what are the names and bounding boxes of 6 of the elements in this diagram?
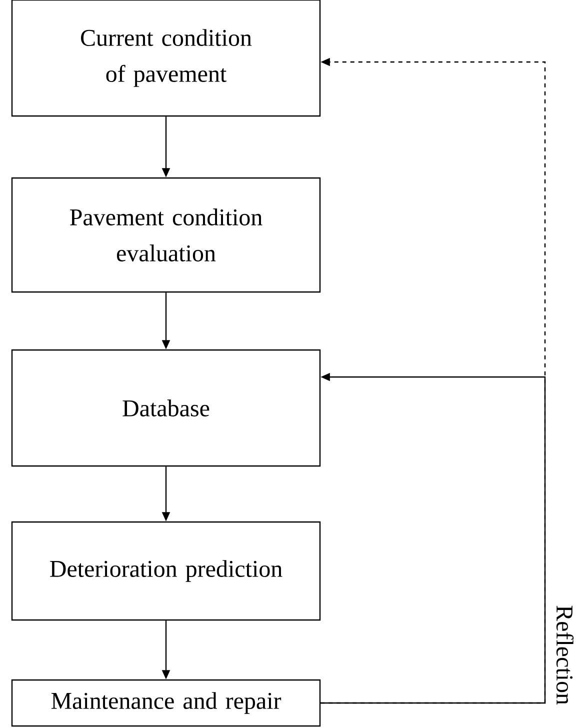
- process-box: Database: [11, 349, 321, 467]
- process-box: Current condition of pavement: [11, 0, 321, 117]
- process-box: Deterioration prediction: [11, 521, 321, 621]
- process-box: Maintenance and repair: [11, 679, 321, 727]
- edge-label: Reflection: [556, 606, 574, 705]
- process-box: Pavement condition evaluation: [11, 177, 321, 293]
